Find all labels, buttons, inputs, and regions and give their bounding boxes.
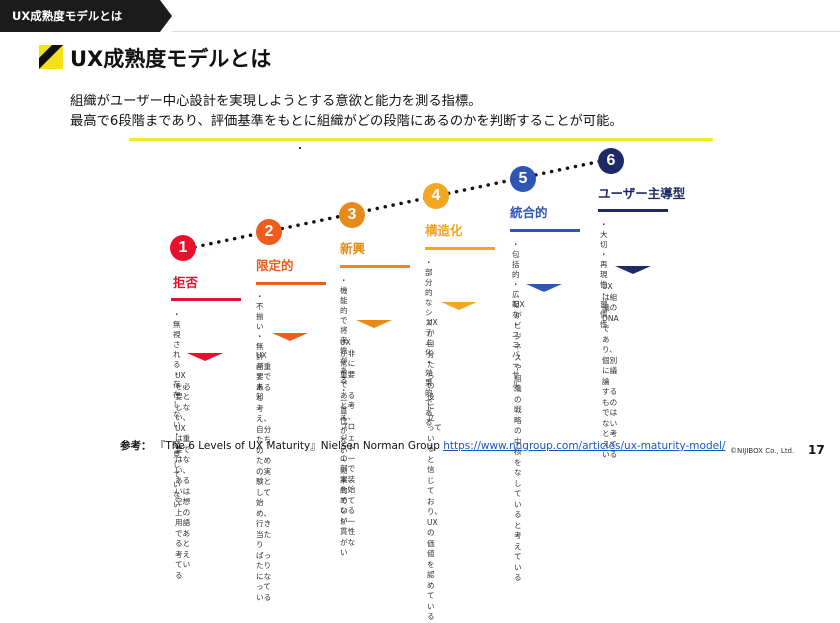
step-bar [425, 247, 495, 250]
page-title: UX成熟度モデルとは [70, 47, 272, 71]
step-bar [510, 229, 580, 232]
desc-line: UXが重要であると [256, 351, 272, 402]
step-description: UXを必要としない、 UXは重要ではない、 あるいは空想上の 用語であると考え … [175, 371, 190, 581]
desc-line: UXがビジネスや組 [514, 300, 525, 383]
step-traits: ・大切 ・再現性 ・習慣性 [600, 220, 608, 330]
step-name: 統合的 [510, 205, 548, 220]
step-arrow [272, 333, 308, 341]
desc-line: あると考え、プロ [340, 390, 356, 432]
step-name: ユーザー主導型 [598, 186, 686, 201]
section-tab: UX成熟度モデルとは [0, 0, 160, 32]
desc-line: UXが非常に重要で [340, 338, 356, 389]
lead-line-2: 最高で6段階まであり、評価基準をもとに組織がどの段階にあるのかを判断することが可… [70, 114, 623, 129]
step-bar [171, 298, 241, 301]
step-name: 構造化 [425, 223, 463, 238]
maturity-diagram: 1 拒否 ・無視される ・存在しない ・発見していない UXを必要としない、 U… [129, 138, 713, 621]
desc-line: UXは組織のDNAで [602, 282, 619, 333]
lead-text: 組織がユーザー中心設計を実現しようとする意欲と能力を測る指標。 最高で6段階まで… [70, 92, 623, 132]
trait-item: ・無視される [173, 310, 181, 369]
desc-line: 織の戦略の中核を [514, 384, 522, 467]
desc-line: UXが自分たちの役 [427, 318, 438, 401]
step-arrow [441, 302, 477, 310]
trait-item: ・無計画 [256, 332, 264, 371]
trait-item: ・再現性 [600, 250, 608, 289]
step-name: 限定的 [256, 258, 294, 273]
trait-item: ム化 [425, 338, 433, 357]
desc-line: ている [514, 552, 522, 582]
desc-line: 実装を始めている [340, 474, 356, 516]
step-bar [340, 265, 410, 268]
step-description: UXが自分たちの役 に立っていると信 じており、UXの価 値を認めている [427, 318, 442, 623]
step-arrow [615, 266, 651, 274]
step-number-circle: 1 [170, 235, 196, 261]
step-number-circle: 5 [510, 166, 536, 192]
copyright: ©NIJIBOX Co., Ltd. [730, 447, 795, 455]
page-number: 17 [808, 443, 825, 457]
step-number-circle: 2 [256, 219, 282, 245]
step-description: UXが重要であると 考え、自分たちの ための実験として 始め、行き当たり ばった… [256, 351, 271, 603]
desc-line: 用語であると考え [175, 518, 191, 559]
step-arrow [356, 320, 392, 328]
trait-item: ・部分的なシステ [425, 258, 433, 337]
step-description: UXは組織のDNAで あり、個別に議論 するものではない と考えている [602, 282, 619, 461]
section-tab-label: UX成熟度モデルとは [12, 9, 123, 23]
trait-item: ・効果的である [425, 358, 433, 427]
desc-line: ジェクトの一部で [340, 432, 356, 474]
trait-item: ・存在しない [173, 370, 181, 429]
desc-line: 考え、自分たちの [256, 403, 272, 455]
trait-item: ・広範な [512, 280, 520, 319]
desc-line: 始め、行き当たり [256, 498, 272, 549]
step-traits: ・無視される ・存在しない ・発見していない [173, 310, 181, 510]
step-number-circle: 3 [339, 202, 365, 228]
desc-line: ための実験として [256, 456, 272, 497]
desc-line: なしていると考え [514, 468, 522, 551]
desc-line: 値を認めている [427, 549, 435, 621]
top-bar: UX成熟度モデルとは [0, 0, 840, 32]
reference-line: 参考： 『The 6 Levels of UX Maturity』Nielsen… [120, 438, 726, 453]
desc-line: じており、UXの価 [427, 475, 442, 548]
step-traits: ・部分的なシステ ム化 ・効果的である [425, 258, 433, 428]
brand-logo-icon [39, 45, 63, 69]
desc-line: ている [175, 560, 191, 580]
step-name: 拒否 [173, 275, 199, 290]
desc-line: UXを必要としない、 [175, 371, 191, 422]
trait-item: ・ユニバーサル [512, 320, 520, 389]
step-arrow [526, 284, 562, 292]
step-arrow [187, 353, 223, 361]
header-divider [172, 31, 840, 32]
step-traits: ・包括的 ・広範な ・ユニバーサル [512, 240, 520, 390]
lead-line-1: 組織がユーザー中心設計を実現しようとする意欲と能力を測る指標。 [70, 94, 482, 109]
diagram-top-rule [129, 138, 713, 141]
desc-line: あるいは空想上の [175, 476, 191, 517]
section-tab-arrow [160, 0, 172, 32]
progress-dotted-line [193, 157, 613, 249]
step-bar [256, 282, 326, 285]
diagram-dot [299, 147, 301, 149]
step-name: 新興 [340, 241, 366, 256]
reference-prefix: 参考： [120, 440, 152, 452]
trait-item: ・大切 [600, 220, 608, 249]
trait-item: ・包括的 [512, 240, 520, 279]
trait-item: ・一貫性がない [340, 386, 348, 455]
trait-item: ・習慣性 [600, 290, 608, 329]
trait-item: ・不揃い [256, 292, 264, 331]
step-bar [598, 209, 668, 212]
desc-line: ばったりになって [256, 550, 272, 592]
reference-title: 『The 6 Levels of UX Maturity』Nielsen Nor… [154, 440, 440, 452]
trait-item: ・機能的で将来性 [340, 276, 348, 355]
desc-line: が一貫性がない [340, 516, 356, 558]
step-traits: ・不揃い ・無計画 ・未知 [256, 292, 264, 402]
desc-line: と考えている [602, 429, 618, 459]
trait-item: がある [340, 356, 348, 385]
desc-line: あり、個別に議論 [602, 334, 618, 386]
step-number-circle: 4 [423, 183, 449, 209]
desc-line: するものではない [602, 387, 618, 428]
reference-link[interactable]: https://www.nngroup.com/articles/ux-matu… [443, 440, 726, 452]
desc-line: いる [256, 592, 272, 602]
step-number-circle: 6 [598, 148, 624, 174]
trait-item: ・未知 [256, 372, 264, 401]
